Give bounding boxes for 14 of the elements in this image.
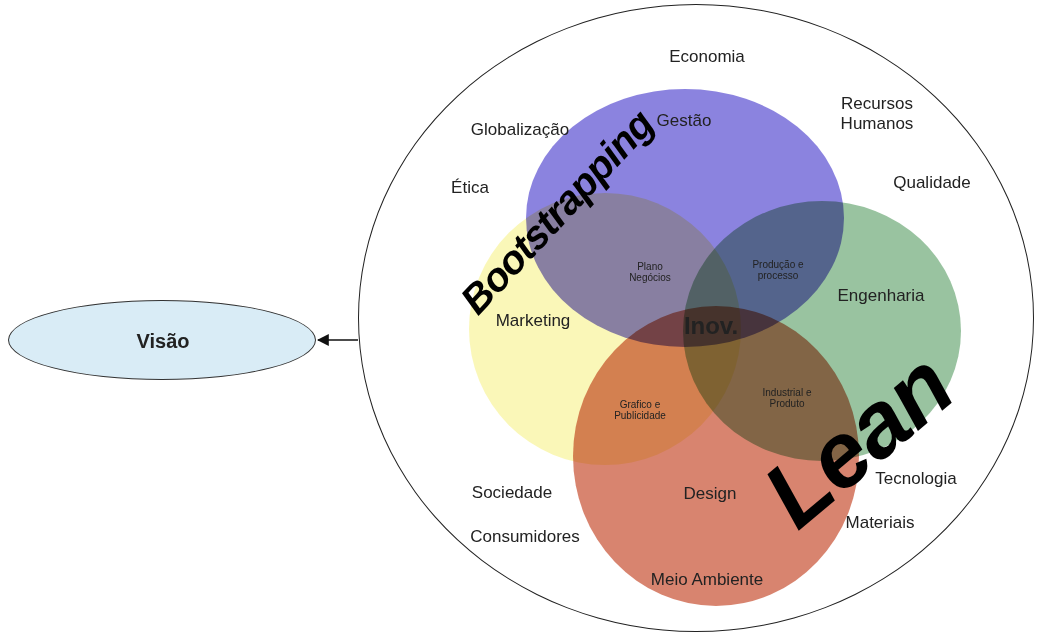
topic-label: Sociedade [471, 483, 553, 503]
circle-label: Design [683, 484, 737, 504]
topic-label: Qualidade [893, 173, 971, 193]
intersection-label: Grafico e Publicidade [613, 399, 667, 421]
circle-label: Engenharia [837, 286, 925, 306]
intersection-label: Produção e processo [751, 259, 805, 281]
circle-label: Gestão [656, 111, 712, 131]
topic-label: Consumidores [470, 527, 580, 547]
vision-label: Visão [136, 329, 190, 353]
arrow [316, 334, 359, 346]
topic-label: Meio Ambiente [650, 570, 764, 590]
topic-label: Recursos Humanos [839, 94, 915, 134]
topic-label: Economia [669, 47, 745, 67]
circle-label: Marketing [495, 311, 571, 331]
